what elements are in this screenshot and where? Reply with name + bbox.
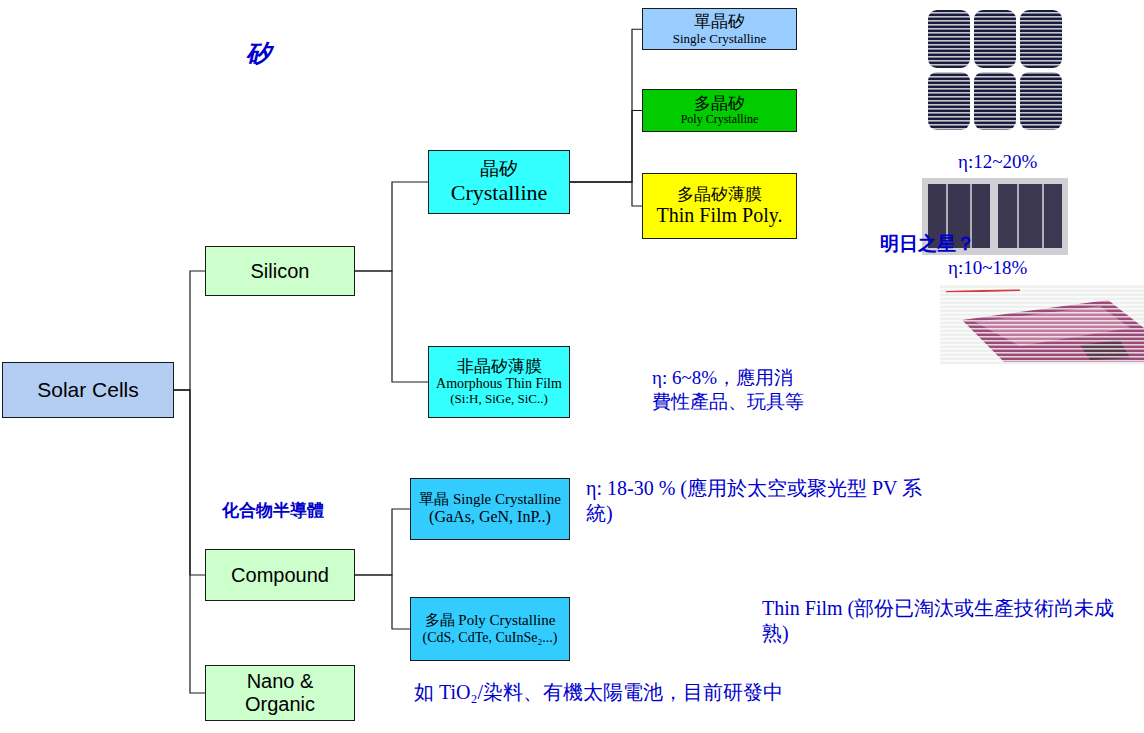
box-text: Amorphous Thin Film (436, 376, 562, 392)
tree-connector (570, 29, 642, 182)
box-text: 晶矽 (480, 158, 518, 180)
thin-film-photo (940, 285, 1144, 365)
box-text: Solar Cells (37, 378, 139, 402)
box-text: 多晶 Poly Crystalline (425, 612, 556, 629)
annotation: 矽 (246, 38, 271, 69)
annotation: Thin Film (部份已淘汰或生產技術尚未成熟) (762, 596, 1138, 646)
annotation: η: 6~8%，應用消費性產品、玩具等 (652, 366, 806, 414)
category-box: Nano & Organic (205, 665, 355, 721)
box-text: 多晶矽薄膜 (677, 185, 762, 205)
category-box: 單晶矽Single Crystalline (642, 8, 797, 50)
box-text: (Si:H, SiGe, SiC..) (450, 392, 548, 407)
annotation: η:10~18% (948, 256, 1027, 280)
category-box: 多晶 Poly Crystalline(CdS, CdTe, CuInSe₂..… (410, 597, 570, 661)
box-text: Compound (231, 564, 329, 587)
mono-cell-photo (925, 5, 1065, 135)
box-text: Thin Film Poly. (657, 204, 783, 227)
category-box: Solar Cells (2, 362, 174, 418)
tree-connector (355, 271, 428, 382)
category-box: 單晶 Single Crystalline(GaAs, GeN, InP..) (410, 478, 570, 540)
category-box: 晶矽Crystalline (428, 150, 570, 214)
category-box: 多晶矽Poly Crystalline (642, 89, 797, 132)
box-text: Crystalline (451, 180, 548, 205)
category-box: Compound (205, 549, 355, 601)
box-text: 多晶矽 (694, 94, 745, 114)
box-text: Nano & Organic (232, 670, 328, 716)
tree-connector (174, 390, 205, 693)
tree-connector (355, 182, 428, 271)
annotation: 化合物半導體 (222, 500, 324, 521)
tree-connector (570, 182, 642, 206)
box-text: 單晶矽 (694, 12, 745, 32)
tree-connector (355, 575, 410, 629)
category-box: 多晶矽薄膜Thin Film Poly. (642, 173, 797, 239)
annotation: 明日之星？ (880, 232, 975, 256)
box-text: 單晶 Single Crystalline (419, 491, 561, 508)
annotation: η: 18-30 % (應用於太空或聚光型 PV 系統) (586, 476, 948, 526)
tree-connector (355, 509, 410, 575)
category-box: 非晶矽薄膜Amorphous Thin Film(Si:H, SiGe, SiC… (428, 346, 570, 418)
box-text: (CdS, CdTe, CuInSe₂...) (423, 630, 558, 646)
tree-connector (570, 111, 642, 183)
box-text: Poly Crystalline (681, 113, 759, 127)
box-text: (GaAs, GeN, InP..) (429, 508, 551, 526)
box-text: Silicon (251, 260, 310, 283)
box-text: Single Crystalline (673, 32, 767, 47)
box-text: 非晶矽薄膜 (457, 357, 542, 377)
tree-connector (174, 271, 205, 390)
annotation: 如 TiO₂/染料、有機太陽電池，目前研發中 (414, 680, 783, 705)
annotation: η:12~20% (958, 150, 1037, 174)
category-box: Silicon (205, 246, 355, 296)
